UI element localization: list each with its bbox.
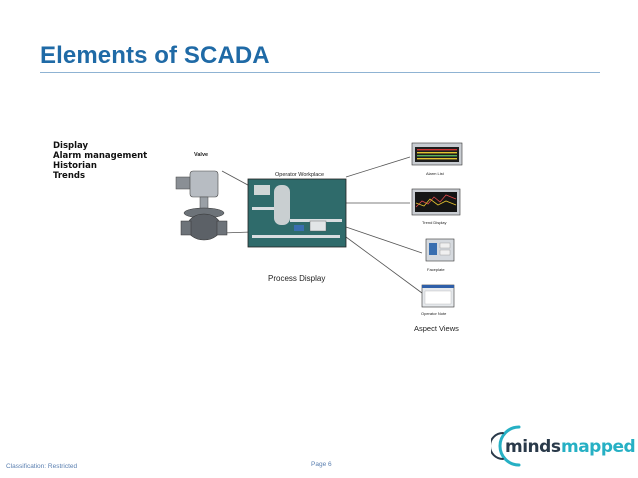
- slide-title: Elements of SCADA: [40, 42, 270, 69]
- mindsmapped-logo: minds mapped: [491, 425, 636, 467]
- trend-display-screen: [411, 188, 461, 216]
- process-display-screen: [247, 178, 347, 248]
- valve-label: Valve: [194, 152, 208, 158]
- alarm-list-label: Alarm List: [426, 171, 445, 176]
- connector-lines: [221, 156, 423, 294]
- bullet-item: Alarm management: [53, 151, 148, 161]
- page-number: Page 6: [311, 461, 332, 468]
- bullet-item: Trends: [53, 171, 86, 181]
- classification-label: Classification: Restricted: [6, 463, 78, 470]
- workplace-label: Operator Workplace: [275, 172, 324, 178]
- valve-image: [175, 170, 228, 241]
- faceplate-label: Faceplate: [427, 267, 445, 272]
- scada-diagram: Valve Operator Workplace Process Display…: [175, 142, 463, 333]
- aspect-views-label: Aspect Views: [414, 324, 459, 333]
- alarm-list-screen: [411, 142, 463, 166]
- trend-display-label: Trend Display: [422, 220, 447, 225]
- logo-text-left: minds: [505, 437, 561, 457]
- process-display-label: Process Display: [268, 274, 325, 283]
- bullet-item: Historian: [53, 161, 97, 171]
- title-underline: [40, 72, 600, 73]
- logo-text-right: mapped: [561, 437, 635, 457]
- bullet-item: Display: [53, 141, 89, 151]
- bullet-list: Display Alarm management Historian Trend…: [53, 141, 147, 181]
- operator-note-label: Operator Note: [421, 311, 447, 316]
- operator-note-screen: [421, 284, 455, 308]
- faceplate-screen: [425, 238, 455, 262]
